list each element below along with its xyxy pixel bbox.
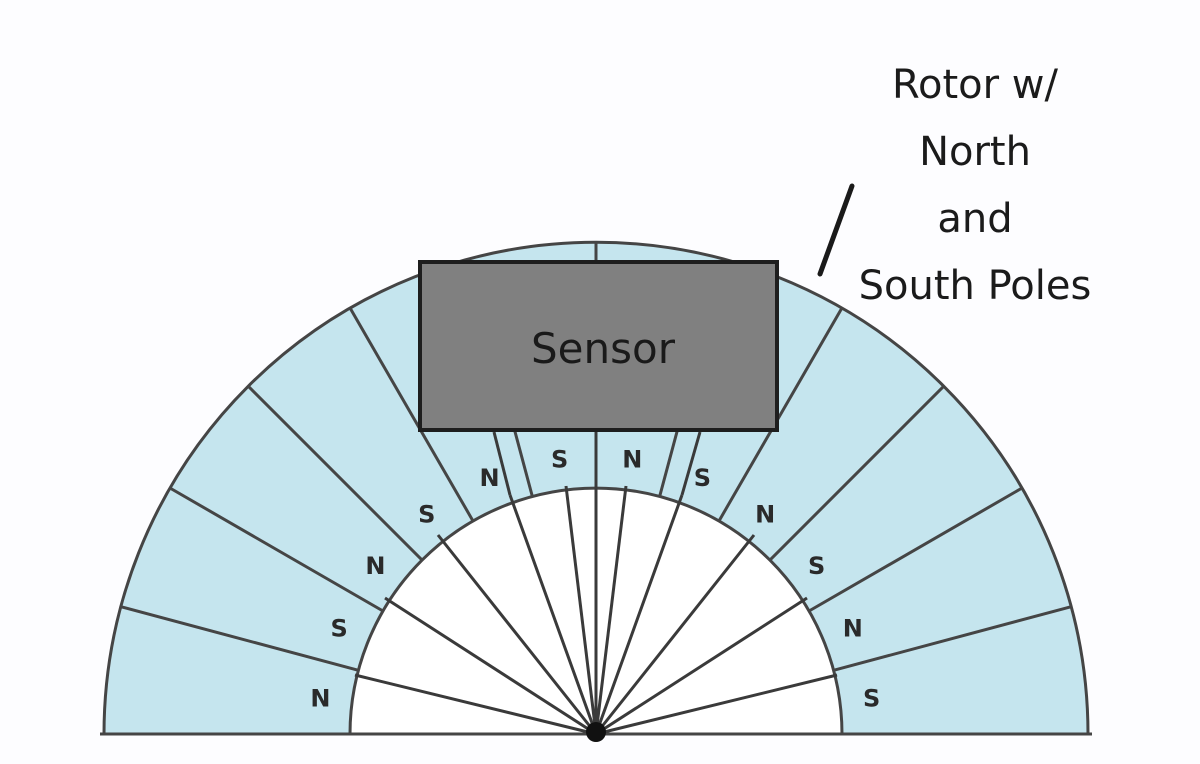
pole-label-south: S: [331, 615, 348, 643]
sector-divider: [833, 605, 1072, 672]
spoke: [384, 596, 597, 736]
callout-line-3: and: [937, 196, 1013, 242]
spoke-extension: [680, 431, 702, 496]
sector-divider: [808, 486, 1023, 613]
spoke: [508, 494, 598, 735]
spokes: [354, 431, 838, 742]
hub-center: [586, 722, 606, 742]
pole-label-north: N: [843, 615, 863, 643]
callout-line-2: North: [919, 129, 1031, 175]
pole-label-south: S: [418, 500, 435, 528]
pole-labels: N S N S N S N S N S N S: [310, 445, 880, 712]
pole-label-south: S: [863, 685, 880, 713]
spoke: [595, 596, 808, 736]
sector-divider: [169, 486, 384, 613]
pole-label-north: N: [622, 445, 642, 473]
pole-label-north: N: [755, 500, 775, 528]
sector-divider: [717, 307, 844, 522]
spoke: [436, 534, 598, 735]
sensor-block: Sensor: [418, 260, 779, 432]
spoke: [594, 534, 756, 735]
sector-divider: [348, 307, 475, 522]
pole-label-north: N: [310, 685, 330, 713]
sector-divider: [247, 385, 424, 562]
spoke: [595, 673, 838, 736]
spoke-extension: [492, 431, 512, 496]
pole-label-north: N: [480, 464, 500, 492]
pole-label-south: S: [694, 464, 711, 492]
callout-line-1: Rotor w/: [892, 62, 1058, 108]
sensor-rect: [418, 260, 779, 432]
pole-label-south: S: [551, 445, 568, 473]
rotor-callout: Rotor w/ North and South Poles: [840, 52, 1110, 320]
sensor-label: Sensor: [531, 324, 676, 373]
pole-label-north: N: [365, 552, 385, 580]
spoke: [594, 494, 684, 735]
sector-divider: [768, 385, 945, 562]
spoke: [594, 485, 628, 735]
callout-pointer: [817, 183, 855, 277]
spoke: [354, 673, 597, 736]
spoke: [564, 485, 598, 735]
pole-label-south: S: [808, 552, 825, 580]
callout-line-4: South Poles: [858, 263, 1092, 309]
sector-divider: [120, 605, 359, 672]
